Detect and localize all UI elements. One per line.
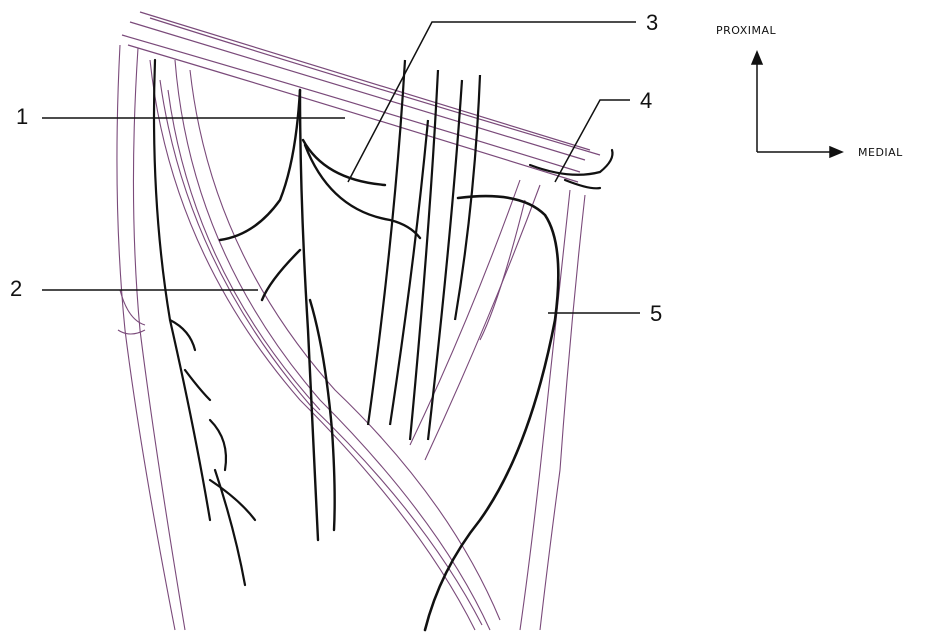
medial-arrowhead-icon — [830, 147, 842, 157]
great-saphenous-vein — [425, 196, 558, 630]
medial-label: MEDIAL — [858, 146, 903, 159]
leader-line-4 — [555, 100, 630, 182]
label-5: 5 — [650, 303, 662, 325]
label-3: 3 — [646, 12, 658, 34]
leader-line-3 — [348, 22, 636, 182]
femoral-nerve — [220, 90, 420, 540]
lateral-cutaneous-nerve — [154, 60, 255, 585]
proximal-label: PROXIMAL — [716, 24, 776, 37]
label-4: 4 — [640, 90, 652, 112]
femoral-vein — [368, 60, 428, 425]
label-1: 1 — [16, 106, 28, 128]
callout-leaders — [42, 22, 640, 313]
sartorius-muscle — [150, 60, 500, 630]
label-2: 2 — [10, 278, 22, 300]
orientation-compass — [752, 52, 842, 157]
proximal-arrowhead-icon — [752, 52, 762, 64]
femoral-artery — [410, 70, 462, 440]
